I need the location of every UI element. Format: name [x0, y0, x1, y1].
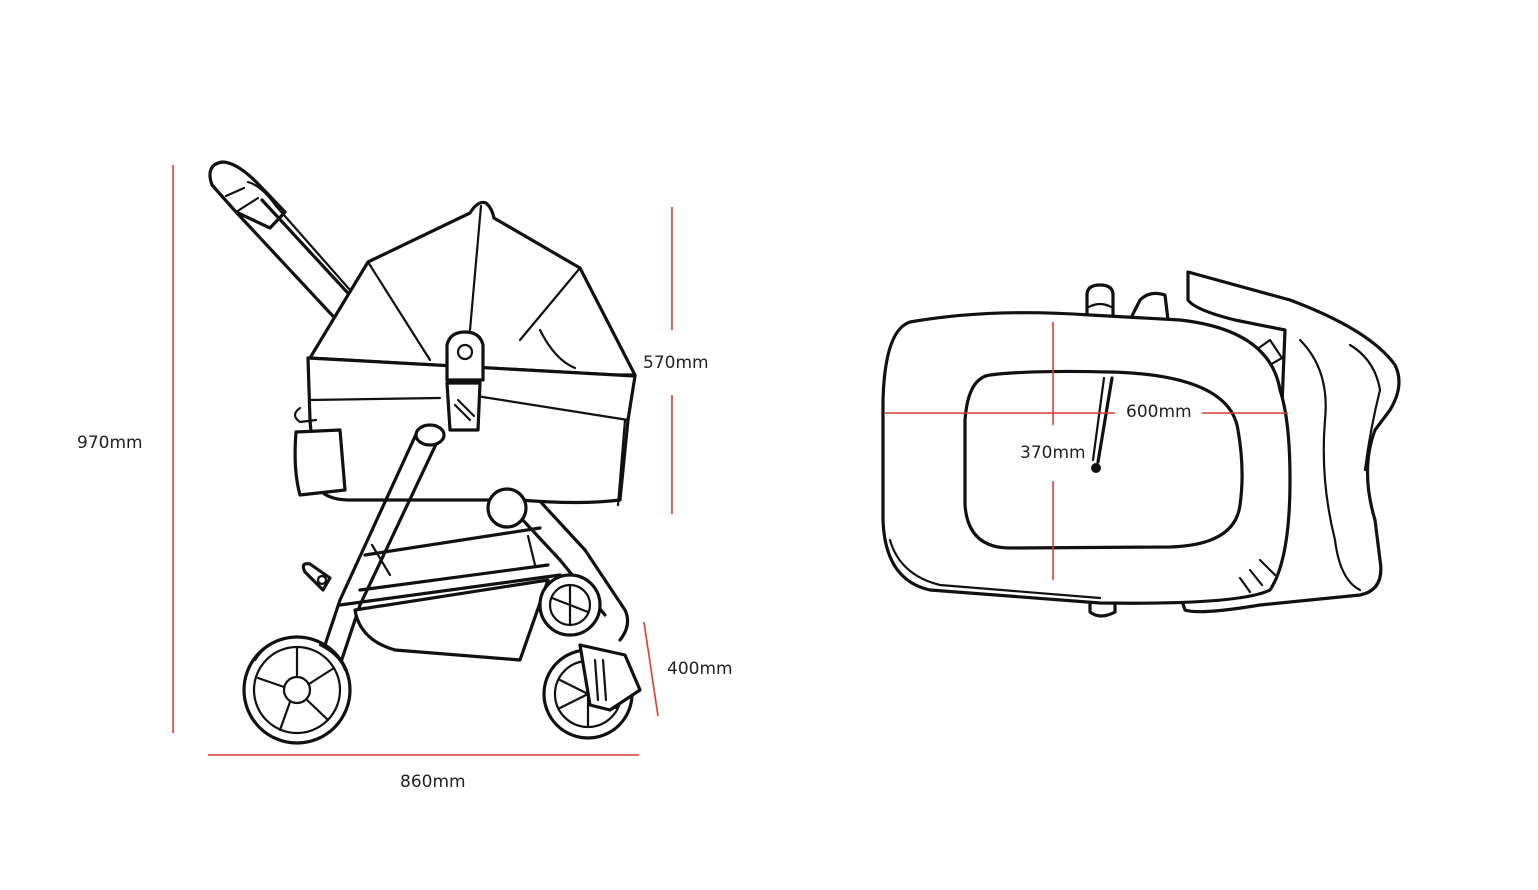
top-view-stroller-drawing	[881, 270, 1401, 618]
top-view-length-label: 600mm	[1126, 402, 1192, 422]
carrycot-height-label: 570mm	[643, 353, 709, 373]
overall-length-label: 860mm	[400, 772, 466, 792]
wheel-dimension-line	[643, 621, 659, 717]
side-view-stroller-drawing	[208, 160, 642, 745]
wheel-diameter-label: 400mm	[667, 659, 733, 679]
overall-height-label: 970mm	[77, 433, 143, 453]
top-view-width-label: 370mm	[1020, 443, 1086, 463]
